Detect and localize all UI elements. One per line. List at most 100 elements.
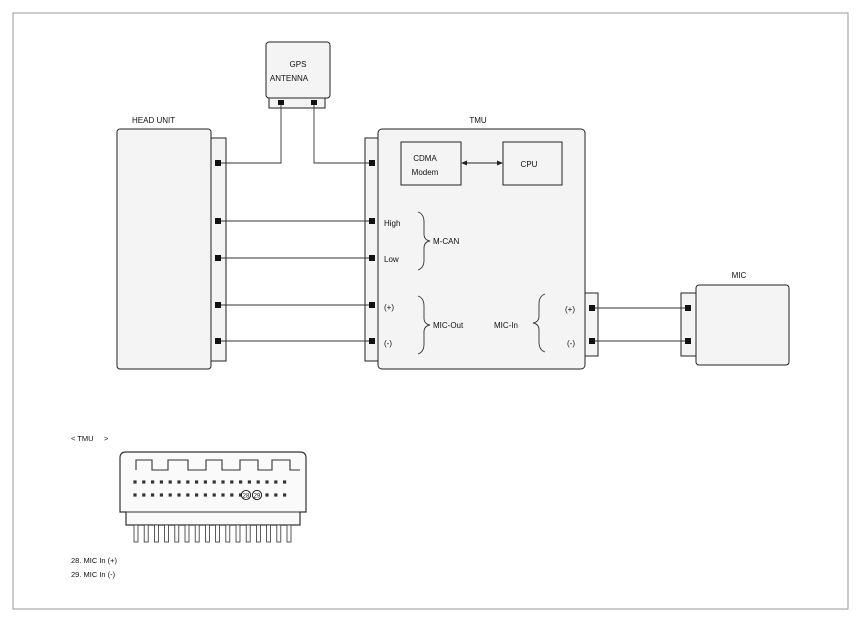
connector-pin [230, 480, 234, 484]
cdma-modem-box [400, 141, 462, 186]
gps-antenna-label-1: GPS [290, 60, 307, 69]
mic-out-minus-label: (-) [384, 339, 392, 348]
connector-keyway [135, 459, 300, 471]
connector-pin [195, 480, 199, 484]
tmu-right-connector [583, 292, 599, 357]
connector-pin [186, 493, 190, 497]
tmu-mic-pin [589, 305, 595, 311]
cdma-label: CDMA [413, 154, 437, 163]
tmu-pin [369, 160, 375, 166]
connector-pin [212, 480, 216, 484]
gps-pin-left [278, 100, 284, 105]
arrowhead-right [497, 160, 503, 166]
mic-in-plus-label: (+) [565, 305, 575, 314]
connector-pin [283, 493, 287, 497]
tmu-box [377, 128, 586, 370]
mic-in-brace [532, 293, 546, 353]
head-unit-title: HEAD UNIT [132, 116, 175, 125]
mic-out-label: MIC-Out [433, 321, 464, 330]
head-unit-pin [215, 338, 221, 344]
connector-pin [203, 493, 207, 497]
connector-pin [133, 480, 137, 484]
connector-pin [274, 493, 278, 497]
connector-pin [177, 480, 181, 484]
head-unit-pin [215, 255, 221, 261]
gps-antenna: GPS ANTENNA [265, 41, 331, 109]
connector-pin [212, 493, 216, 497]
tmu-module: TMU CDMA Modem CPU High Low (+) (-) M-CA… [364, 116, 599, 370]
connector-leg [286, 524, 292, 543]
connector-pin [142, 493, 146, 497]
mic-out-plus-label: (+) [384, 303, 394, 312]
tmu-pin [369, 302, 375, 308]
connector-leg [194, 524, 200, 543]
connector-leg [276, 524, 282, 543]
tmu-pin [369, 218, 375, 224]
head-unit-connector [209, 137, 227, 362]
pin-28-number: 28 [243, 494, 250, 500]
connector-leg [204, 524, 210, 543]
legend-item-28: 28. MIC In (+) [71, 556, 118, 565]
can-high-label: High [384, 219, 400, 228]
tmu-pin [369, 338, 375, 344]
mic-connector [680, 292, 698, 357]
mic-module: MIC [680, 271, 790, 366]
mic-title: MIC [732, 271, 747, 280]
connector-pin [203, 480, 207, 484]
connector-pin [283, 480, 287, 484]
connector-leg [225, 524, 231, 543]
can-low-label: Low [384, 255, 399, 264]
tmu-mic-pin [589, 338, 595, 344]
tmu-connector-view: < TMU > 28 29 [71, 434, 307, 543]
connector-pin [265, 480, 269, 484]
connector-leg [255, 524, 261, 543]
arrowhead-left [461, 160, 467, 166]
wires [221, 105, 685, 342]
wire-gps-tmu [313, 105, 369, 164]
pin-28-marker [240, 489, 252, 501]
mcan-brace [417, 211, 431, 271]
connector-pin [221, 480, 225, 484]
connector-leg [215, 524, 221, 543]
mic-in-minus-label: (-) [567, 339, 575, 348]
connector-pin [142, 480, 146, 484]
connector-pin [239, 493, 243, 497]
connector-housing [119, 451, 307, 526]
connector-leg [153, 524, 159, 543]
connector-pin [221, 493, 225, 497]
head-unit-pin [215, 160, 221, 166]
connector-pin [151, 493, 155, 497]
connector-pin [247, 480, 251, 484]
pin-29-marker [251, 489, 263, 501]
connector-pin [159, 493, 163, 497]
connector-legs [133, 524, 292, 543]
tmu-left-connector [364, 137, 380, 362]
head-unit-pin [215, 302, 221, 308]
connector-pin [195, 493, 199, 497]
wire-gps-head-unit [221, 105, 282, 164]
mic-pin [685, 305, 691, 311]
connector-pin [274, 480, 278, 484]
tmu-title: TMU [469, 116, 487, 125]
mic-box [695, 284, 790, 366]
connector-pin [256, 480, 260, 484]
tmu-pin [369, 255, 375, 261]
connector-label-close: > [104, 434, 109, 443]
gps-pin-right [311, 100, 317, 105]
connector-pin [186, 480, 190, 484]
connector-leg [133, 524, 139, 543]
connector-label-open: < TMU [71, 434, 94, 443]
connector-pin-rows [133, 480, 287, 497]
connector-pin [159, 480, 163, 484]
connector-pin [168, 480, 172, 484]
cpu-box [502, 141, 563, 186]
connector-pin [265, 493, 269, 497]
connector-leg [235, 524, 241, 543]
legend-item-29: 29. MIC In (-) [71, 570, 116, 579]
connector-pin [177, 493, 181, 497]
connector-pin [151, 480, 155, 484]
mcan-label: M-CAN [433, 237, 459, 246]
connector-pin [133, 493, 137, 497]
mic-out-brace [417, 295, 431, 355]
connector-leg [174, 524, 180, 543]
